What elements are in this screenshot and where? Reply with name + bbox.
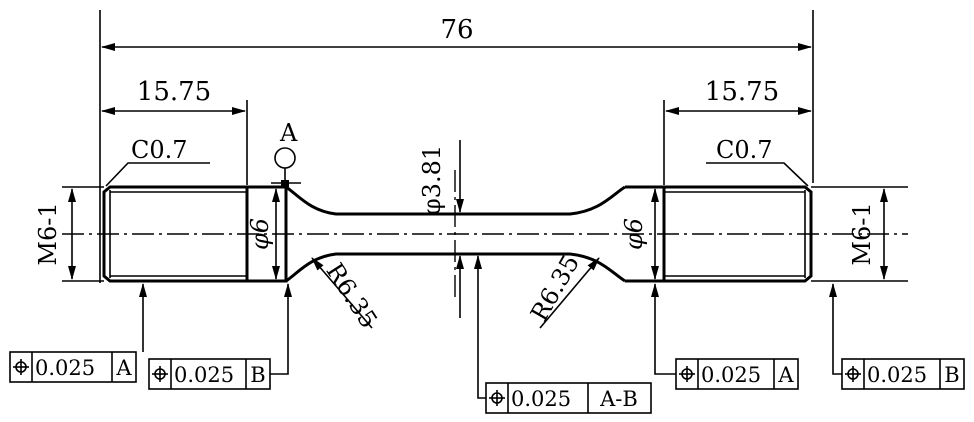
left-shoulder-dia-label: φ6 (246, 218, 274, 250)
fcf-5: 0.025 B (841, 358, 965, 390)
fcf-1: 0.025 A (9, 351, 137, 383)
position-icon (151, 365, 169, 383)
datum-a-symbol: A (271, 119, 301, 187)
fcf-3-tolerance: 0.025 (511, 387, 571, 411)
right-thread-label: M6-1 (848, 202, 876, 265)
gauge-dia-label: φ3.81 (418, 145, 446, 215)
right-fillet-leader (539, 257, 600, 329)
right-grip-length-label: 15.75 (705, 77, 779, 107)
right-chamfer-label: C0.7 (716, 136, 773, 164)
fcf-5-datum: B (944, 363, 959, 387)
fcf-2-tolerance: 0.025 (174, 363, 234, 387)
fcf-4-tolerance: 0.025 (701, 363, 761, 387)
left-grip-length-label: 15.75 (137, 77, 211, 107)
reduced-section-bottom (285, 252, 626, 283)
left-thread-label: M6-1 (34, 202, 62, 265)
right-shoulder-dia-label: φ6 (620, 218, 648, 250)
overall-length-label: 76 (440, 15, 473, 45)
fcf-4: 0.025 A (675, 358, 799, 390)
position-icon (12, 358, 30, 376)
fcf-2-datum: B (250, 363, 265, 387)
reduced-section-top (285, 185, 626, 216)
fcf-leaders (139, 255, 842, 399)
position-icon (678, 365, 696, 383)
right-fillet-label: R6.35 (525, 250, 585, 326)
left-fillet-label: R6.35 (320, 258, 382, 333)
fcf-4-datum: A (777, 363, 794, 387)
fcf-5-tolerance: 0.025 (867, 363, 927, 387)
fcf-3: 0.025 A-B (485, 382, 652, 414)
position-icon (488, 389, 506, 407)
right-chamfer-leader (706, 162, 809, 187)
fcf-2: 0.025 B (148, 358, 271, 390)
fcf-1-tolerance: 0.025 (35, 356, 95, 380)
fcf-1-datum: A (115, 356, 132, 380)
position-icon (844, 365, 862, 383)
datum-a-label: A (279, 119, 298, 147)
left-fillet-leader (311, 257, 373, 329)
extension-lines (62, 10, 908, 283)
left-chamfer-label: C0.7 (131, 136, 188, 164)
left-chamfer-leader (105, 162, 210, 187)
fcf-3-datum: A-B (599, 387, 638, 411)
